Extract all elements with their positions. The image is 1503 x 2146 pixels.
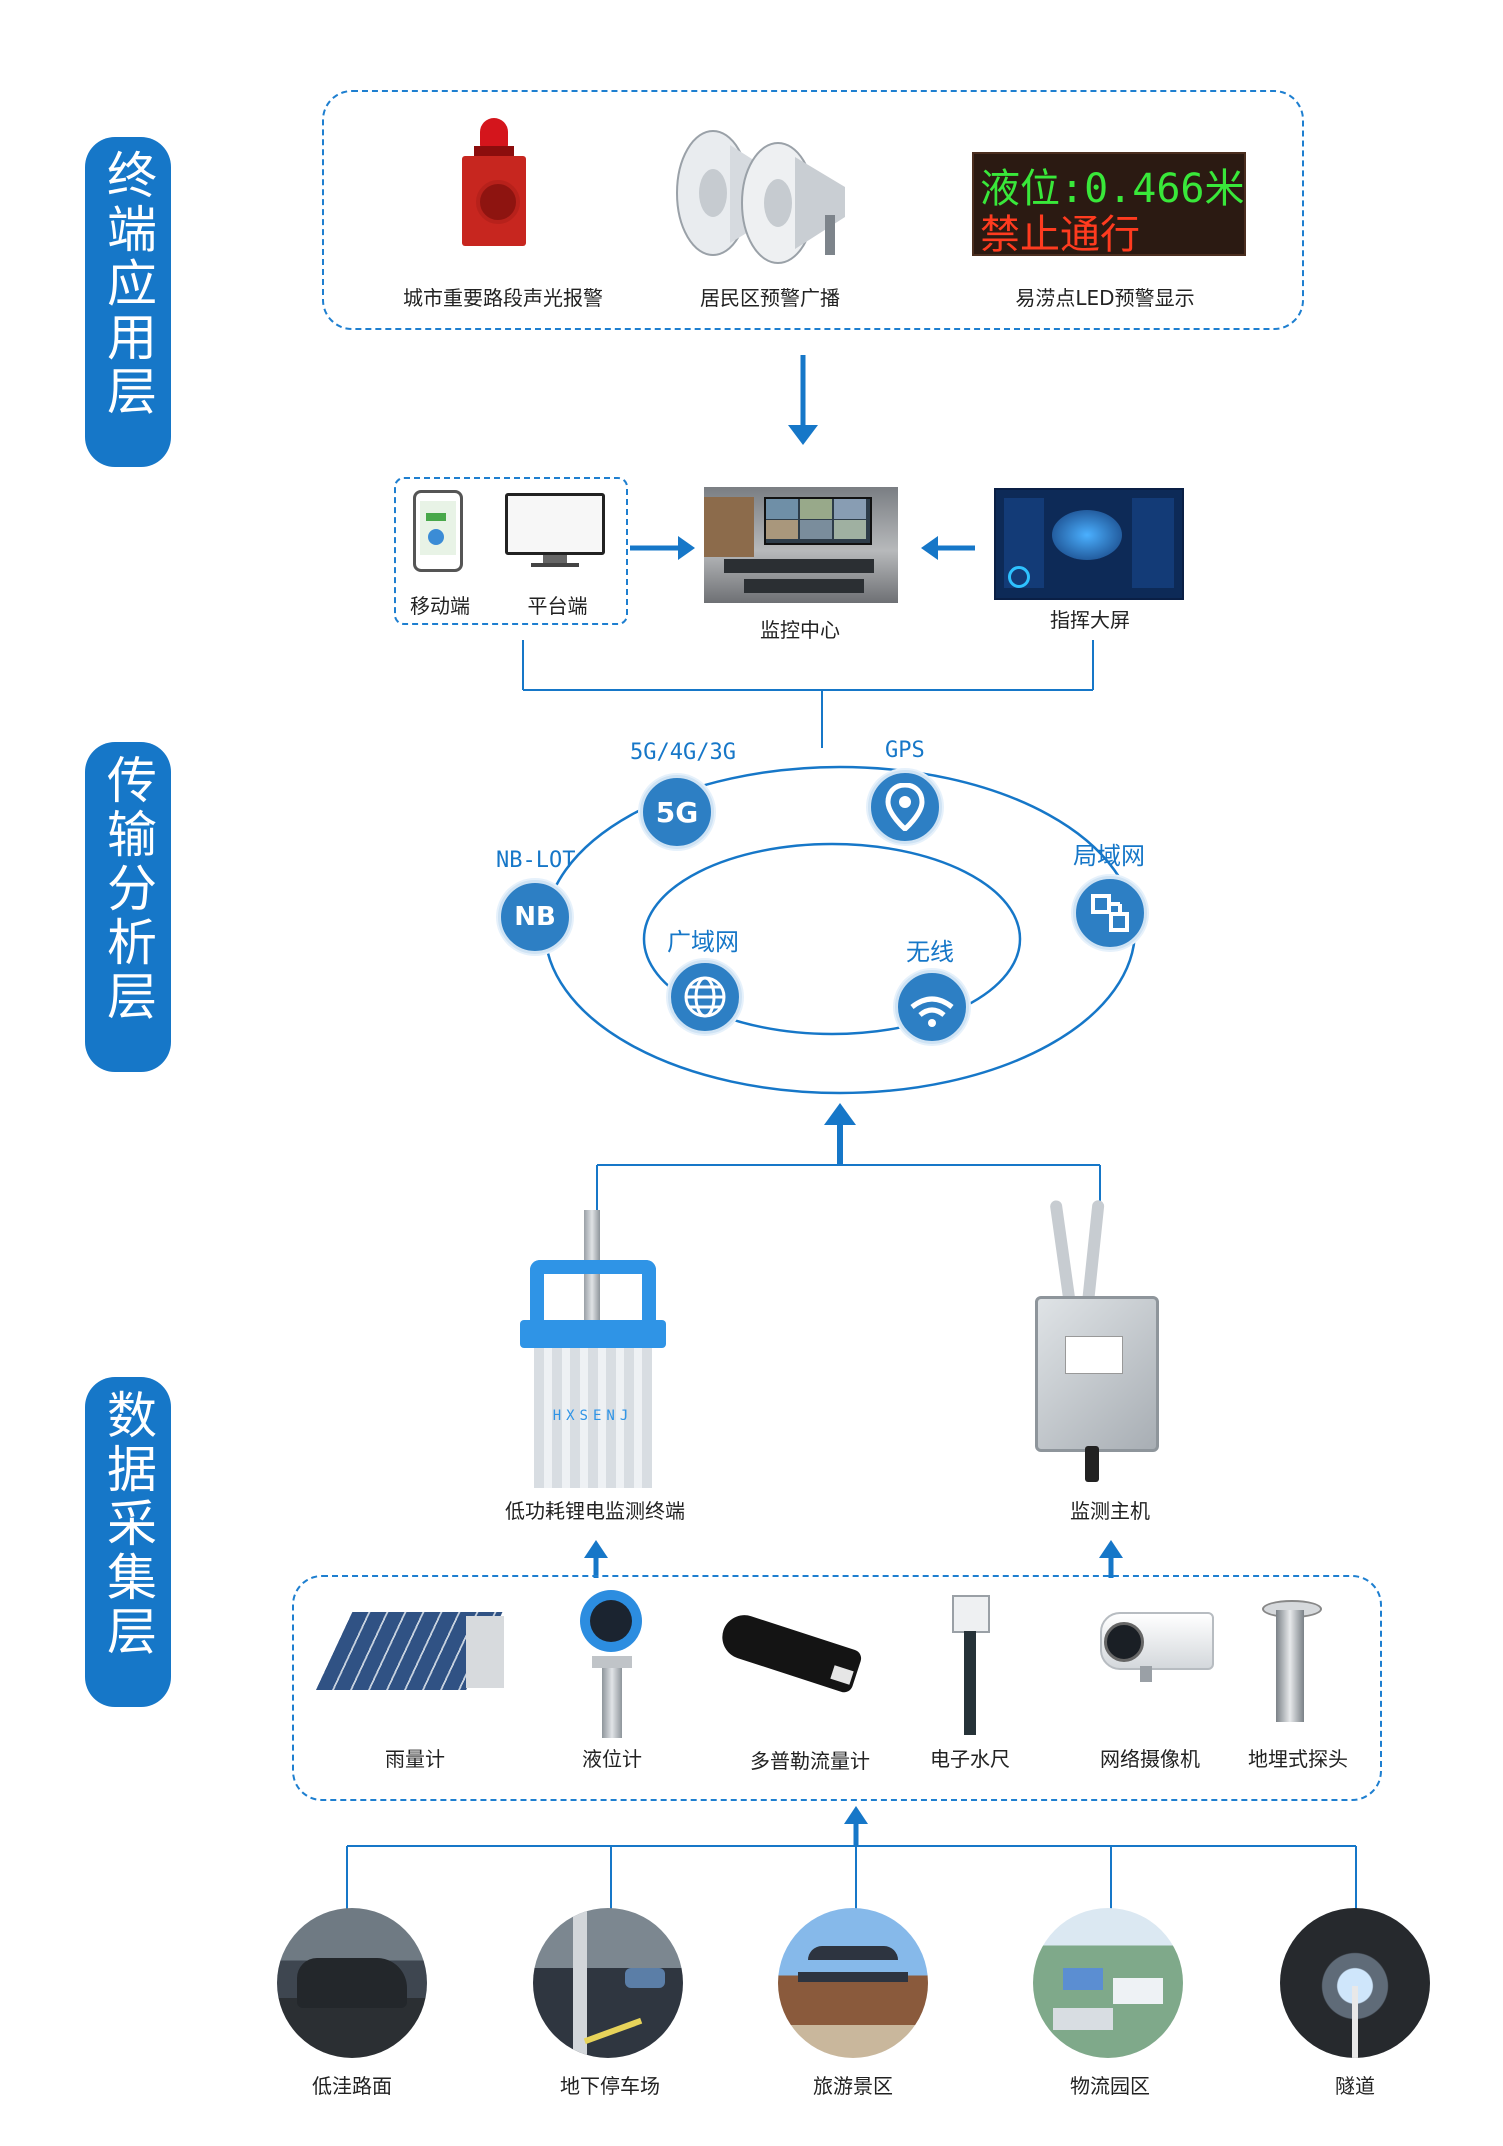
- scene-photo-logistics-park: [1033, 1908, 1183, 2058]
- monitor-center-label: 监控中心: [760, 618, 840, 642]
- scene-label-2: 旅游景区: [813, 2074, 893, 2098]
- layer-tag-transport: 传输分析层: [85, 742, 171, 1072]
- sensor-label-3: 电子水尺: [930, 1747, 1010, 1771]
- client-box: [394, 477, 628, 625]
- terminal-brand: HXSENJ: [552, 1408, 634, 1424]
- wifi-icon: [895, 970, 969, 1044]
- label-gps: GPS: [885, 738, 925, 763]
- mobile-phone-image: [413, 490, 463, 572]
- lan-icon: [1073, 876, 1147, 950]
- label-nb: NB-LOT: [496, 848, 576, 873]
- label-wireless: 无线: [906, 938, 954, 966]
- 5g-icon: 5G: [640, 775, 714, 849]
- network-camera-image: [1090, 1612, 1214, 1682]
- scene-photo-tunnel: [1280, 1908, 1430, 2058]
- layer-tag-collection: 数据采集层: [85, 1377, 171, 1707]
- monitoring-host-image: [1025, 1199, 1165, 1485]
- sensor-label-1: 液位计: [582, 1747, 642, 1771]
- platform-monitor-image: [505, 493, 607, 569]
- scene-label-3: 物流园区: [1070, 2074, 1150, 2098]
- platform-label: 平台端: [527, 594, 588, 618]
- gps-location-icon: [868, 770, 942, 844]
- buried-probe-image: [1262, 1600, 1322, 1725]
- scene-label-4: 隧道: [1335, 2074, 1375, 2098]
- lithium-terminal-label: 低功耗锂电监测终端: [505, 1499, 685, 1523]
- globe-icon: [668, 960, 742, 1034]
- electronic-gauge-image: [952, 1595, 992, 1735]
- scene-label-0: 低洼路面: [312, 2074, 392, 2098]
- scene-photo-low-road: [277, 1908, 427, 2058]
- scene-photo-scenic-area: [778, 1908, 928, 2058]
- layer-tag-collection-text: 数据采集层: [99, 1389, 157, 1659]
- terminal-devices-box: [322, 90, 1304, 330]
- led-label: 易涝点LED预警显示: [1015, 286, 1195, 310]
- monitoring-host-label: 监测主机: [1070, 1499, 1150, 1523]
- sensor-label-5: 地埋式探头: [1248, 1747, 1348, 1771]
- level-meter-image: [572, 1590, 652, 1738]
- led-line-2: 禁止通行: [980, 212, 1140, 258]
- lithium-terminal-image: HXSENJ: [520, 1210, 670, 1490]
- mobile-label: 移动端: [410, 594, 470, 618]
- led-line-1: 液位:0.466米: [980, 166, 1245, 212]
- 5g-icon-text: 5G: [655, 795, 699, 829]
- monitor-center-image: [704, 487, 898, 603]
- command-screen-label: 指挥大屏: [1050, 608, 1130, 632]
- label-5g: 5G/4G/3G: [630, 740, 736, 765]
- command-screen-image: [994, 488, 1184, 600]
- doppler-flowmeter-image: [716, 1609, 870, 1695]
- broadcast-label: 居民区预警广播: [700, 286, 840, 310]
- sensor-label-0: 雨量计: [385, 1747, 445, 1771]
- layer-tag-transport-text: 传输分析层: [99, 754, 157, 1024]
- nb-icon-text: NB: [514, 902, 556, 932]
- layer-tag-terminal-text: 终端应用层: [99, 149, 157, 419]
- rain-gauge-image: [316, 1612, 506, 1694]
- label-lan: 局域网: [1073, 842, 1145, 870]
- nb-iot-icon: NB: [498, 880, 572, 954]
- led-display: 液位:0.466米 禁止通行: [972, 152, 1246, 258]
- sensor-label-4: 网络摄像机: [1100, 1747, 1200, 1771]
- sensor-label-2: 多普勒流量计: [750, 1749, 870, 1773]
- horn-speaker-image: [675, 125, 855, 265]
- scene-label-1: 地下停车场: [560, 2074, 660, 2098]
- alarm-label: 城市重要路段声光报警: [403, 286, 603, 310]
- sensors-box: [292, 1575, 1382, 1801]
- layer-tag-terminal: 终端应用层: [85, 137, 171, 467]
- alarm-device-image: [458, 118, 528, 248]
- label-wan: 广域网: [667, 928, 739, 956]
- scene-photo-parking: [533, 1908, 683, 2058]
